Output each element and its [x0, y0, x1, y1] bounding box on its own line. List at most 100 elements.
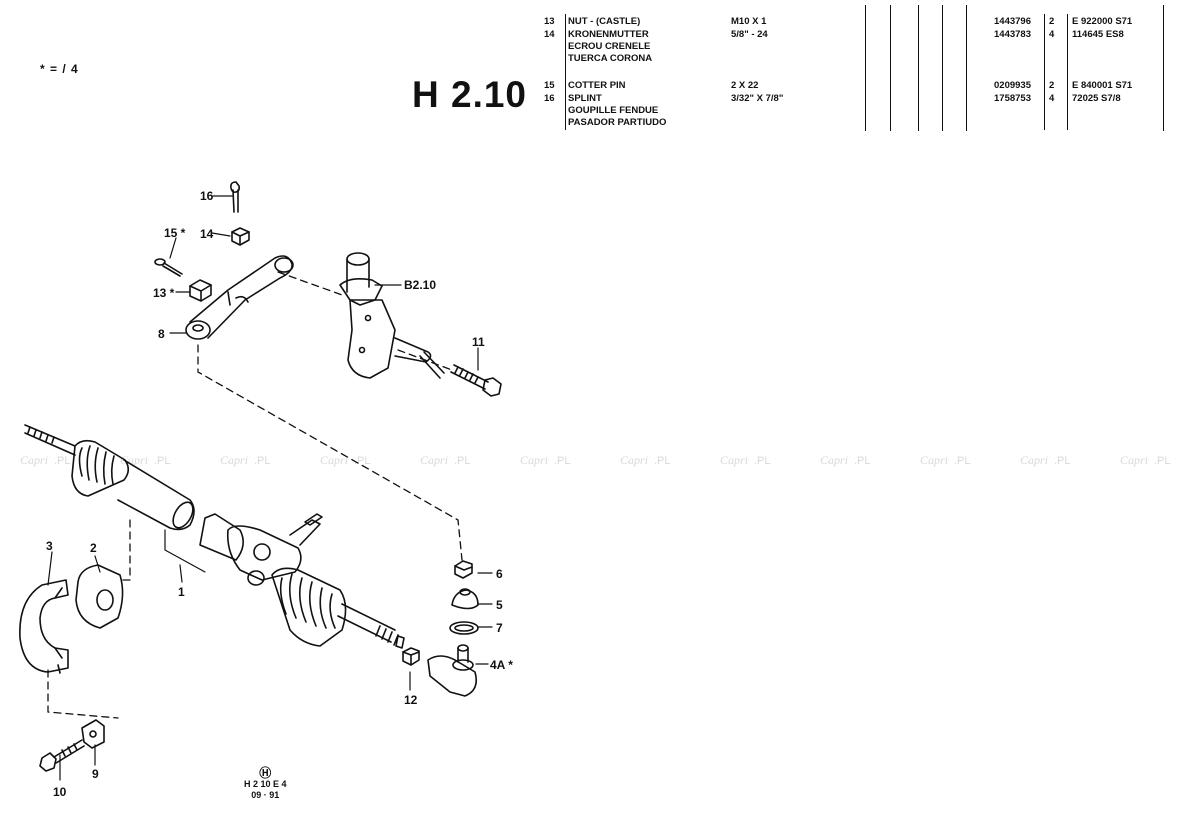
svg-text:Capri: Capri [420, 453, 448, 467]
part-ref: 16 [544, 93, 555, 104]
leader-lines [47, 195, 493, 781]
steering-rack-part [24, 424, 405, 649]
part-spec: M10 X 1 [731, 16, 767, 27]
svg-text:Capri: Capri [1120, 453, 1148, 467]
callout-10: 10 [53, 785, 67, 799]
note-marker: * = / 4 [40, 62, 79, 76]
callout-2: 2 [90, 541, 97, 555]
part-desc: KRONENMUTTER [568, 29, 649, 40]
page-code: H 2.10 [412, 74, 528, 115]
callout-6: 6 [496, 567, 503, 581]
bolt-part [450, 364, 502, 397]
part-qty: 4 [1049, 29, 1055, 40]
watermark-item: Capri .PL [1020, 453, 1071, 467]
part-qty: 2 [1049, 16, 1055, 27]
callout-13: 13 * [153, 286, 175, 300]
part-desc: TUERCA CORONA [568, 53, 653, 64]
svg-text:.PL: .PL [54, 455, 71, 467]
svg-text:.PL: .PL [254, 455, 271, 467]
part-spec: 3/32" X 7/8" [731, 93, 784, 104]
svg-text:.PL: .PL [654, 455, 671, 467]
part-ref: 14 [544, 29, 555, 40]
watermark-item: Capri .PL [920, 453, 971, 467]
svg-text:Capri: Capri [1020, 453, 1048, 467]
svg-text:Capri: Capri [20, 453, 48, 467]
svg-text:.PL: .PL [154, 455, 171, 467]
svg-text:.PL: .PL [1054, 455, 1071, 467]
callout-15: 15 * [164, 226, 186, 240]
lock-nut-part [402, 647, 420, 666]
part-ref: 13 [544, 16, 555, 27]
part-spec: 2 X 22 [731, 80, 759, 91]
part-number: 1443783 [994, 29, 1031, 40]
callout-16: 16 [200, 189, 214, 203]
svg-text:Capri: Capri [320, 453, 348, 467]
part-number: 0209935 [994, 80, 1031, 91]
manufacturer-symbol: Ⓗ [259, 766, 272, 780]
plate-9-part [81, 719, 105, 749]
part-standard: E 840001 S71 [1072, 80, 1133, 91]
callout-14: 14 [200, 227, 214, 241]
svg-text:Capri: Capri [620, 453, 648, 467]
clip-7-part [449, 621, 479, 635]
split-pin-part [230, 181, 240, 213]
svg-text:.PL: .PL [1154, 455, 1171, 467]
part-standard: 72025 S7/8 [1072, 93, 1121, 104]
svg-text:Capri: Capri [920, 453, 948, 467]
assembly-dash-lines [47, 271, 463, 719]
watermark-item: Capri .PL [220, 453, 271, 467]
watermark-item: Capri .PL [320, 453, 371, 467]
drawing-date: 09 · 91 [251, 790, 280, 800]
watermark-item: Capri .PL [20, 453, 71, 467]
svg-text:.PL: .PL [454, 455, 471, 467]
watermark-item: Capri .PL [420, 453, 471, 467]
bush-2-part [75, 564, 124, 629]
boot-5-part [451, 588, 479, 610]
part-desc: GOUPILLE FENDUE [568, 105, 659, 116]
tie-rod-end-part [427, 644, 478, 697]
svg-text:.PL: .PL [854, 455, 871, 467]
watermark-band: Capri .PL Capri .PL Capri .PL Capri .PL Capr… [20, 453, 1171, 467]
castle-nut-part [231, 227, 250, 246]
callout-5: 5 [496, 598, 503, 612]
watermark-item: Capri .PL [820, 453, 871, 467]
callout-1: 1 [178, 585, 185, 599]
clamp-3-part [19, 579, 69, 674]
part-spec: 5/8" - 24 [731, 29, 768, 40]
svg-text:.PL: .PL [354, 455, 371, 467]
callout-12: 12 [404, 693, 418, 707]
watermark-item: Capri .PL [720, 453, 771, 467]
watermark-item: Capri .PL [1120, 453, 1171, 467]
part-standard: 114645 ES8 [1072, 29, 1124, 40]
part-standard: E 922000 S71 [1072, 16, 1133, 27]
part-number: 1443796 [994, 16, 1031, 27]
watermark-item: Capri .PL [620, 453, 671, 467]
part-qty: 2 [1049, 80, 1055, 91]
watermark-item: Capri.PL [520, 453, 571, 467]
nut-part [189, 279, 212, 302]
callout-11: 11 [472, 335, 485, 349]
drop-arm-part [185, 255, 294, 340]
svg-text:Capri: Capri [720, 453, 748, 467]
steering-knuckle-part [339, 252, 445, 379]
part-desc: PASADOR PARTIUDO [568, 117, 667, 128]
part-ref: 15 [544, 80, 555, 91]
part-desc: NUT - (CASTLE) [568, 16, 641, 27]
svg-text:.PL: .PL [754, 455, 771, 467]
part-desc: SPLINT [568, 93, 602, 104]
callout-7: 7 [496, 621, 503, 635]
svg-text:Capri: Capri [220, 453, 248, 467]
part-desc: COTTER PIN [568, 80, 626, 91]
bolt-10-part [39, 739, 85, 772]
callout-b210: B2.10 [404, 278, 436, 292]
svg-text:Capri: Capri [820, 453, 848, 467]
part-qty: 4 [1049, 93, 1055, 104]
part-number: 1758753 [994, 93, 1031, 104]
svg-text:.PL: .PL [954, 455, 971, 467]
drawing-code: H 2 10 E 4 [244, 779, 287, 789]
parts-table: 13 NUT - (CASTLE) M10 X 1 1443796 2 E 92… [0, 0, 1200, 140]
callout-4a: 4A * [490, 658, 513, 672]
callout-9: 9 [92, 767, 99, 781]
svg-text:Capri: Capri [520, 453, 548, 467]
